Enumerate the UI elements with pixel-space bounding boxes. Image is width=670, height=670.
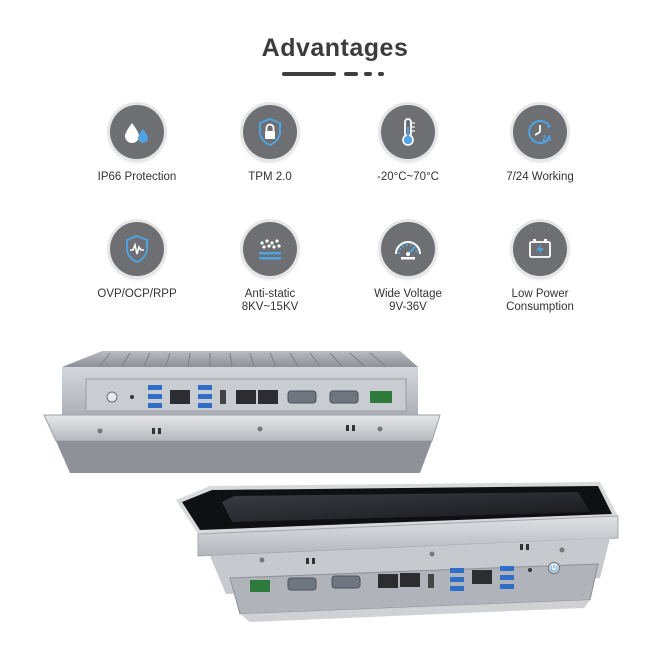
feature-24-7: 24 7/24 Working <box>470 105 610 184</box>
feature-protection: OVP/OCP/RPP <box>67 222 207 301</box>
panel-pc-rear-view <box>43 351 441 473</box>
feature-low-power: Low Power Consumption <box>470 222 610 314</box>
feature-label: IP66 Protection <box>97 171 177 183</box>
feature-label: Wide Voltage <box>374 288 442 300</box>
feature-sublabel: Consumption <box>506 301 574 313</box>
feature-anti-static: Anti-static 8KV~15KV <box>200 222 340 314</box>
clock-24-icon: 24 <box>513 105 567 159</box>
title-underline <box>282 72 392 76</box>
feature-sublabel: 8KV~15KV <box>241 301 299 313</box>
water-drops-icon <box>110 105 164 159</box>
feature-tpm: TPM 2.0 <box>200 105 340 184</box>
page-title: Advantages <box>261 34 409 62</box>
svg-text:24: 24 <box>542 134 551 143</box>
shield-lock-icon <box>243 105 297 159</box>
thermometer-icon <box>381 105 435 159</box>
feature-sublabel: 9V-36V <box>389 301 427 313</box>
feature-label: -20°C~70°C <box>377 171 439 183</box>
gauge-icon <box>381 222 435 276</box>
feature-label: TPM 2.0 <box>248 171 292 183</box>
feature-label: OVP/OCP/RPP <box>97 288 177 300</box>
feature-wide-voltage: Wide Voltage 9V-36V <box>338 222 478 314</box>
feature-temperature: -20°C~70°C <box>338 105 478 184</box>
feature-label: Anti-static <box>244 288 296 300</box>
shield-wave-icon <box>110 222 164 276</box>
feature-label: 7/24 Working <box>506 171 574 183</box>
battery-icon <box>513 222 567 276</box>
feature-label: Low Power <box>511 288 569 300</box>
static-dots-icon <box>243 222 297 276</box>
panel-pc-front-view <box>176 482 619 622</box>
feature-ip66: IP66 Protection <box>67 105 207 184</box>
